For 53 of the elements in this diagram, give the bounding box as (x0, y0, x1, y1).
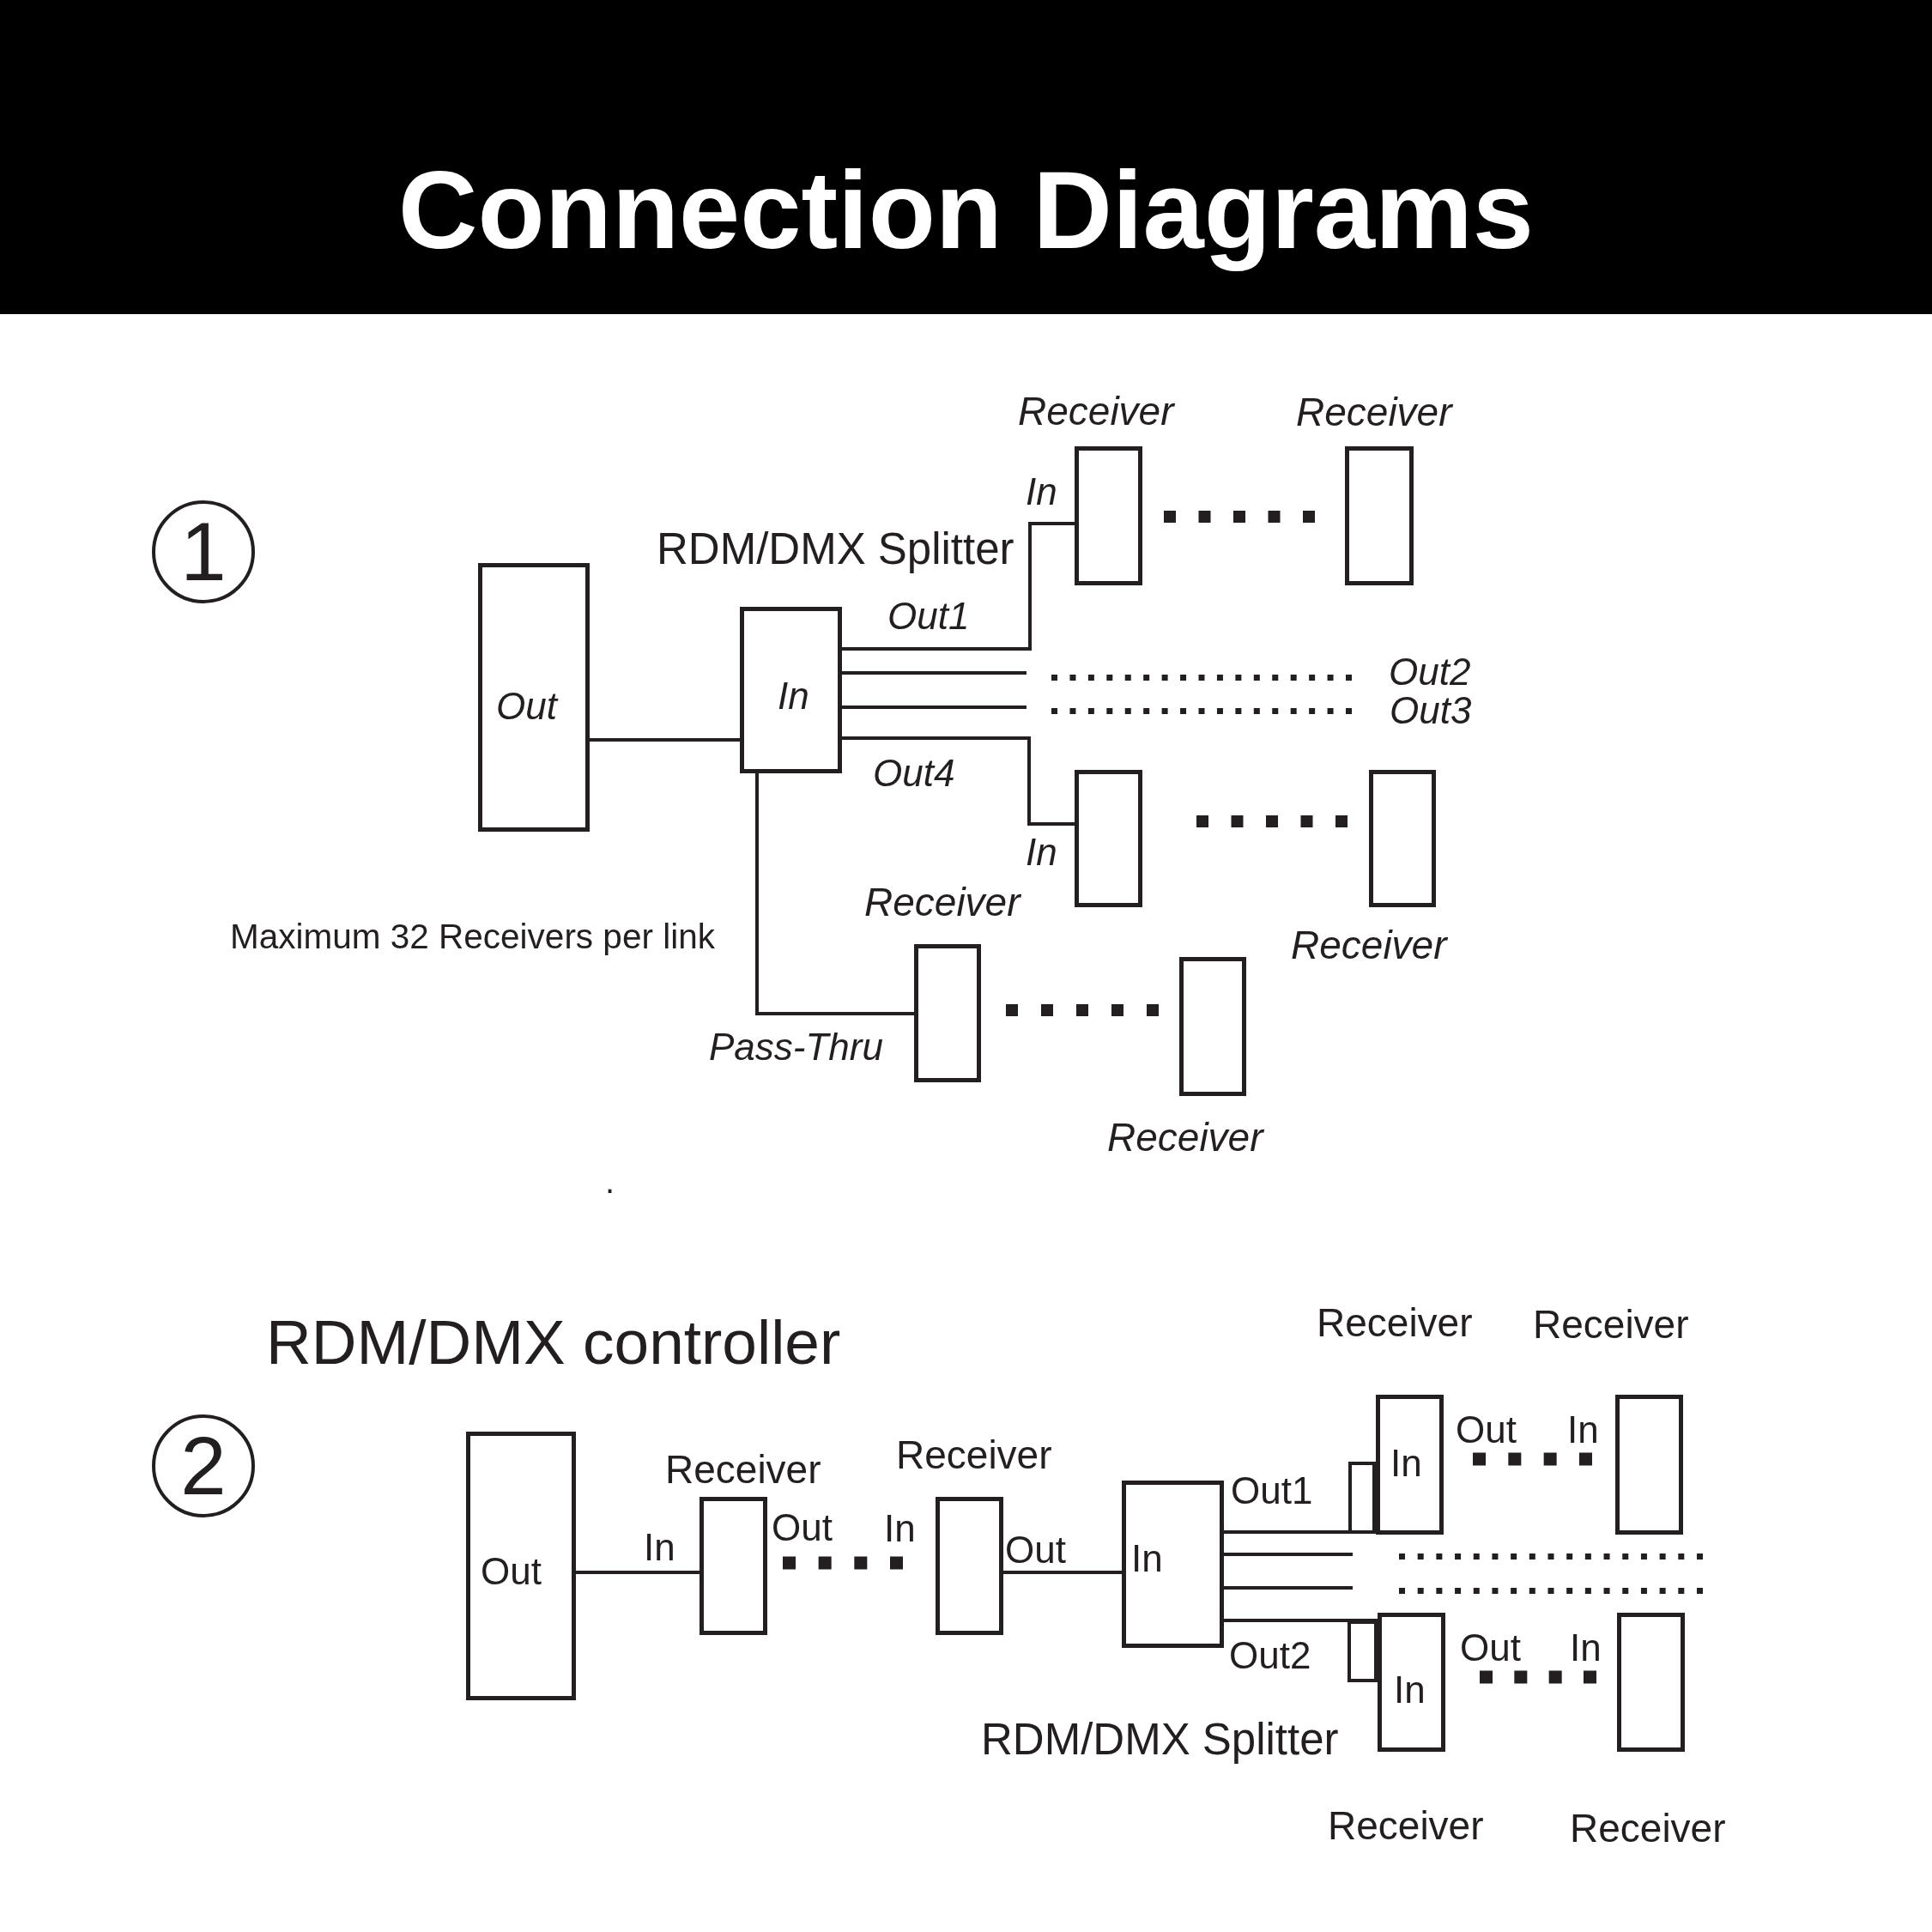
edge-label: Pass-Thru (709, 1028, 883, 1066)
edge-label: Out4 (873, 754, 955, 792)
port-label: In (778, 677, 809, 715)
port-label: Out2 (1389, 653, 1471, 691)
port-label: In (1131, 1540, 1163, 1578)
connector-line (590, 738, 740, 742)
port-label: In (644, 1529, 675, 1566)
connector-line (1224, 1553, 1353, 1556)
port-label: Out (1005, 1531, 1066, 1569)
page-title: Connection Diagrams (398, 148, 1534, 273)
connector-line (576, 1571, 700, 1574)
port-label: In (884, 1510, 916, 1547)
port-label: In (1570, 1629, 1602, 1667)
receiver-label: Receiver (1107, 1117, 1263, 1157)
connector-line (1224, 1586, 1353, 1590)
connector-line (842, 706, 1027, 709)
port-label: Out (481, 1553, 542, 1590)
step-number: 2 (180, 1425, 227, 1507)
port-label: Out (496, 687, 557, 725)
receiver-label: Receiver (1317, 1303, 1473, 1342)
receiver-label: Receiver (1291, 925, 1447, 965)
port-label: Out3 (1390, 692, 1472, 730)
receiver-label: Receiver (1570, 1808, 1726, 1848)
receiver-label: Receiver (665, 1450, 821, 1489)
connector-line (1003, 1571, 1122, 1574)
step-number: 1 (180, 511, 227, 593)
connector-line (755, 773, 914, 1015)
period-mark: . (605, 1164, 615, 1198)
port-label: Out (1456, 1411, 1517, 1449)
port-label: In (1390, 1444, 1422, 1482)
receiver-label: Receiver (1533, 1305, 1689, 1344)
port-label: In (1026, 473, 1057, 511)
receiver-label: Receiver (1296, 392, 1452, 432)
edge-label: Out1 (1231, 1472, 1313, 1510)
port-label: Out (772, 1509, 833, 1547)
port-label: In (1026, 833, 1057, 871)
note-text: Maximum 32 Receivers per link (230, 919, 715, 954)
receiver-label: Receiver (1018, 391, 1174, 431)
controller-label: RDM/DMX controller (266, 1311, 841, 1373)
connector-line (842, 522, 1075, 651)
receiver-label: Receiver (896, 1435, 1052, 1475)
receiver-label: Receiver (864, 882, 1021, 922)
connector-line (842, 736, 1075, 826)
connector-line (842, 671, 1027, 675)
connector-line (1224, 1619, 1378, 1622)
edge-label: Out2 (1229, 1637, 1311, 1675)
port-label: In (1394, 1671, 1426, 1709)
port-label: Out (1460, 1629, 1521, 1667)
port-label: In (1567, 1411, 1599, 1449)
controller-box (466, 1432, 576, 1700)
edge-label: Out1 (887, 597, 970, 635)
receiver-label: Receiver (1328, 1806, 1484, 1845)
controller-box (478, 563, 590, 832)
